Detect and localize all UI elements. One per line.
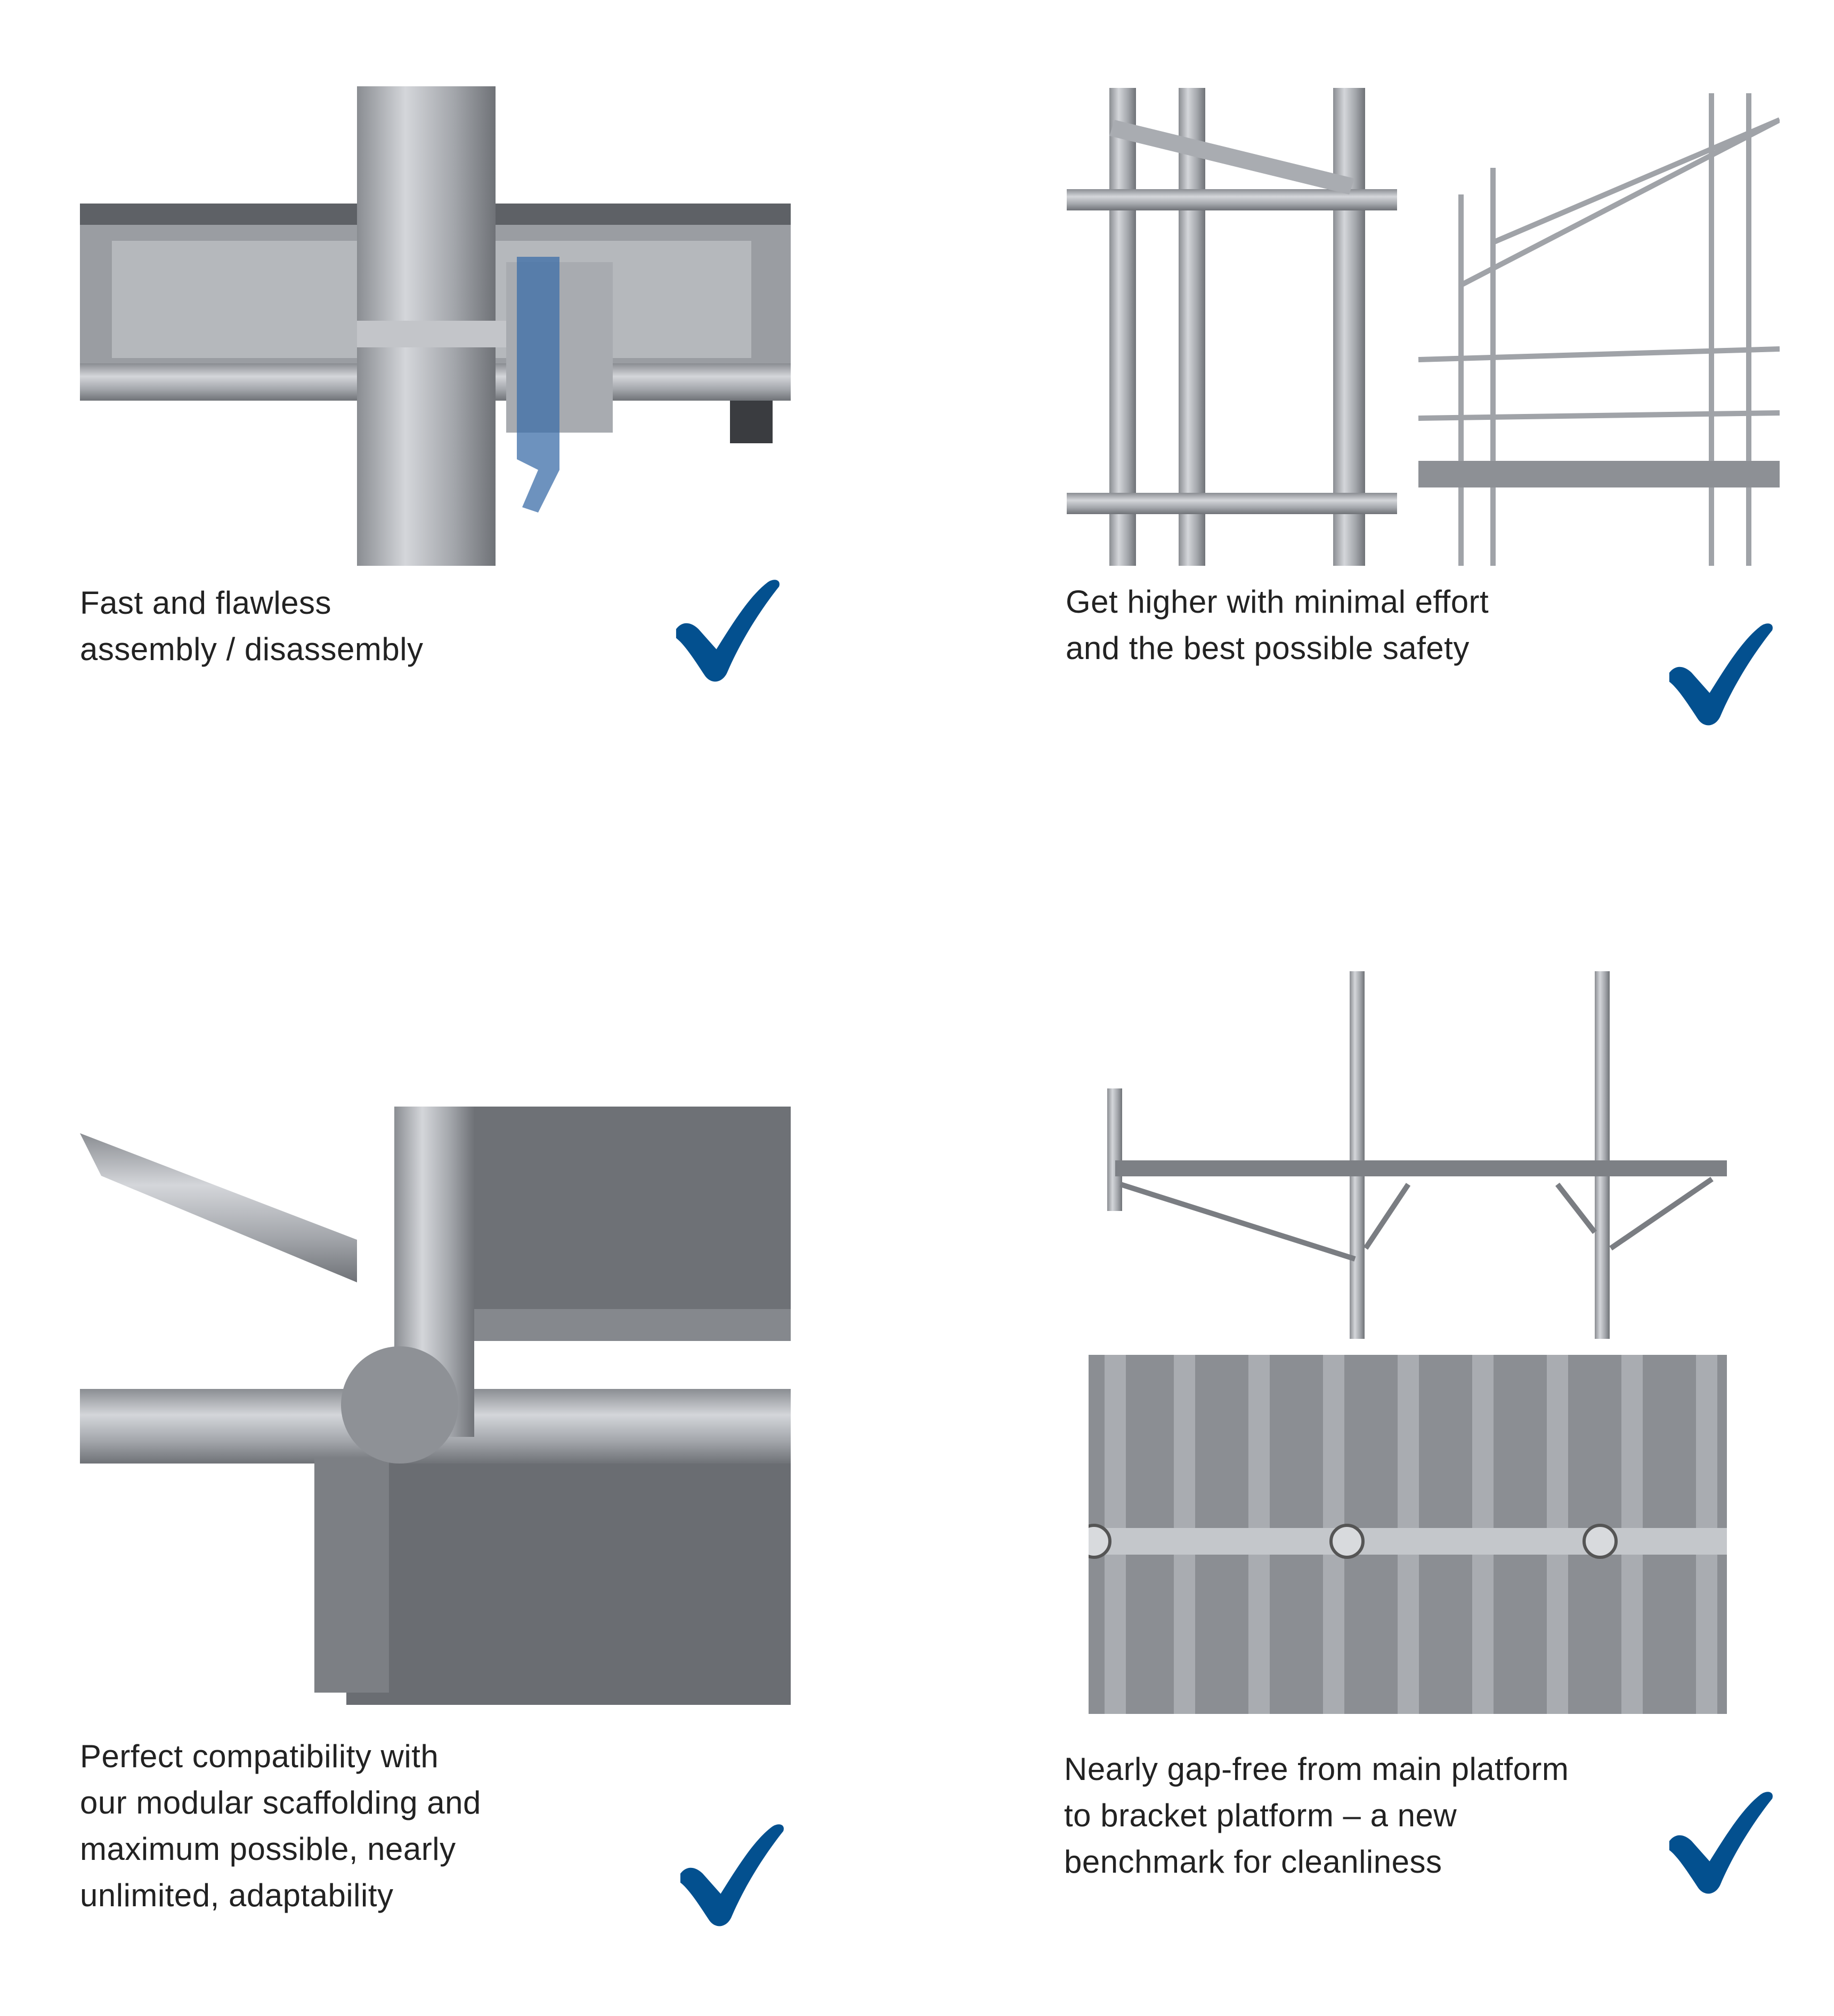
feature-caption-3: Perfect compatibility with our modular s…	[80, 1733, 481, 1919]
feature-caption-2: Get higher with minimal effort and the b…	[1066, 579, 1489, 671]
caption-line: Fast and flawless	[80, 585, 332, 621]
feature-caption-1: Fast and flawless assembly / disassembly	[80, 580, 424, 672]
caption-line: maximum possible, nearly	[80, 1831, 456, 1867]
caption-line: and the best possible safety	[1066, 630, 1470, 666]
caption-line: Perfect compatibility with	[80, 1738, 439, 1774]
feature-caption-4: Nearly gap-free from main platform to br…	[1064, 1746, 1569, 1885]
modular-node-image	[80, 1107, 791, 1705]
scaffold-frame-image	[1067, 88, 1780, 566]
caption-line: to bracket platform – a new	[1064, 1798, 1457, 1833]
caption-line: Nearly gap-free from main platform	[1064, 1751, 1569, 1787]
bracket-platform-image	[1089, 971, 1727, 1714]
caption-line: Get higher with minimal effort	[1066, 584, 1489, 620]
caption-line: benchmark for cleanliness	[1064, 1844, 1442, 1880]
coupling-detail-image	[80, 86, 791, 566]
caption-line: our modular scaffolding and	[80, 1785, 481, 1820]
checkmark-icon	[670, 575, 785, 687]
checkmark-icon	[1663, 1787, 1778, 1899]
caption-line: assembly / disassembly	[80, 631, 424, 667]
caption-line: unlimited, adaptability	[80, 1877, 394, 1913]
checkmark-icon	[1663, 619, 1778, 731]
checkmark-icon	[675, 1820, 789, 1932]
